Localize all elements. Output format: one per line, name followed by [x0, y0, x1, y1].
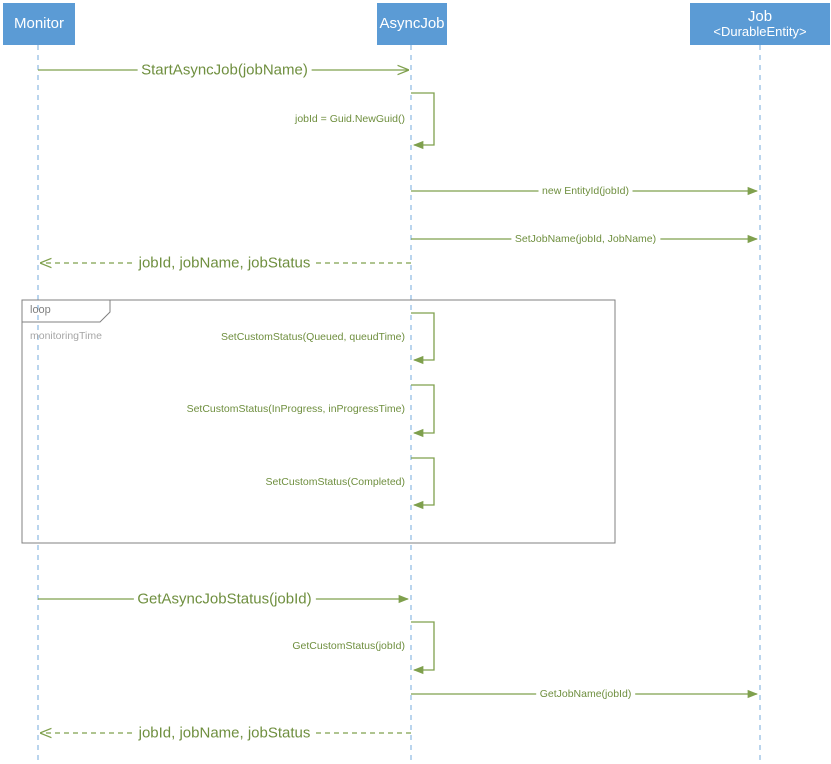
participant-stereotype: <DurableEntity>	[713, 24, 807, 40]
self-message-m10	[411, 621, 435, 675]
self-message-m7	[411, 384, 435, 438]
fragment-operator-label: loop	[30, 304, 51, 316]
fragment-box-loop	[21, 299, 616, 544]
self-message-m6	[411, 312, 435, 365]
message-label-m3: new EntityId(jobId)	[538, 185, 633, 197]
fragment-operator-tab	[22, 300, 111, 323]
fragment-guard-condition: monitoringTime	[30, 330, 102, 342]
self-message-m8	[411, 457, 435, 510]
message-label-m7: SetCustomStatus(InProgress, inProgressTi…	[182, 403, 409, 415]
messages-group	[38, 70, 759, 733]
participant-name: AsyncJob	[379, 15, 445, 33]
participant-box-asyncjob[interactable]: AsyncJob	[377, 3, 447, 45]
participant-name: Job	[747, 7, 773, 25]
message-label-m4: SetJobName(jobId, JobName)	[510, 233, 661, 245]
self-message-m2	[411, 92, 435, 150]
message-label-m8: SetCustomStatus(Completed)	[261, 475, 409, 488]
message-label-m5: jobId, jobName, jobStatus	[134, 254, 315, 272]
message-label-m10: GetCustomStatus(jobId)	[288, 640, 409, 652]
message-label-m11: GetJobName(jobId)	[535, 688, 636, 700]
message-label-m1: StartAsyncJob(jobName)	[137, 61, 312, 79]
fragments-group	[21, 299, 616, 544]
participant-box-monitor[interactable]: Monitor	[3, 3, 75, 45]
message-label-m12: jobId, jobName, jobStatus	[134, 724, 315, 742]
message-label-m2: jobId = Guid.NewGuid()	[290, 113, 409, 125]
participant-name: Monitor	[13, 15, 65, 33]
message-label-m9: GetAsyncJobStatus(jobId)	[133, 590, 316, 608]
message-label-m6: SetCustomStatus(Queued, queudTime)	[216, 330, 409, 343]
participant-box-job[interactable]: Job<DurableEntity>	[690, 3, 830, 45]
